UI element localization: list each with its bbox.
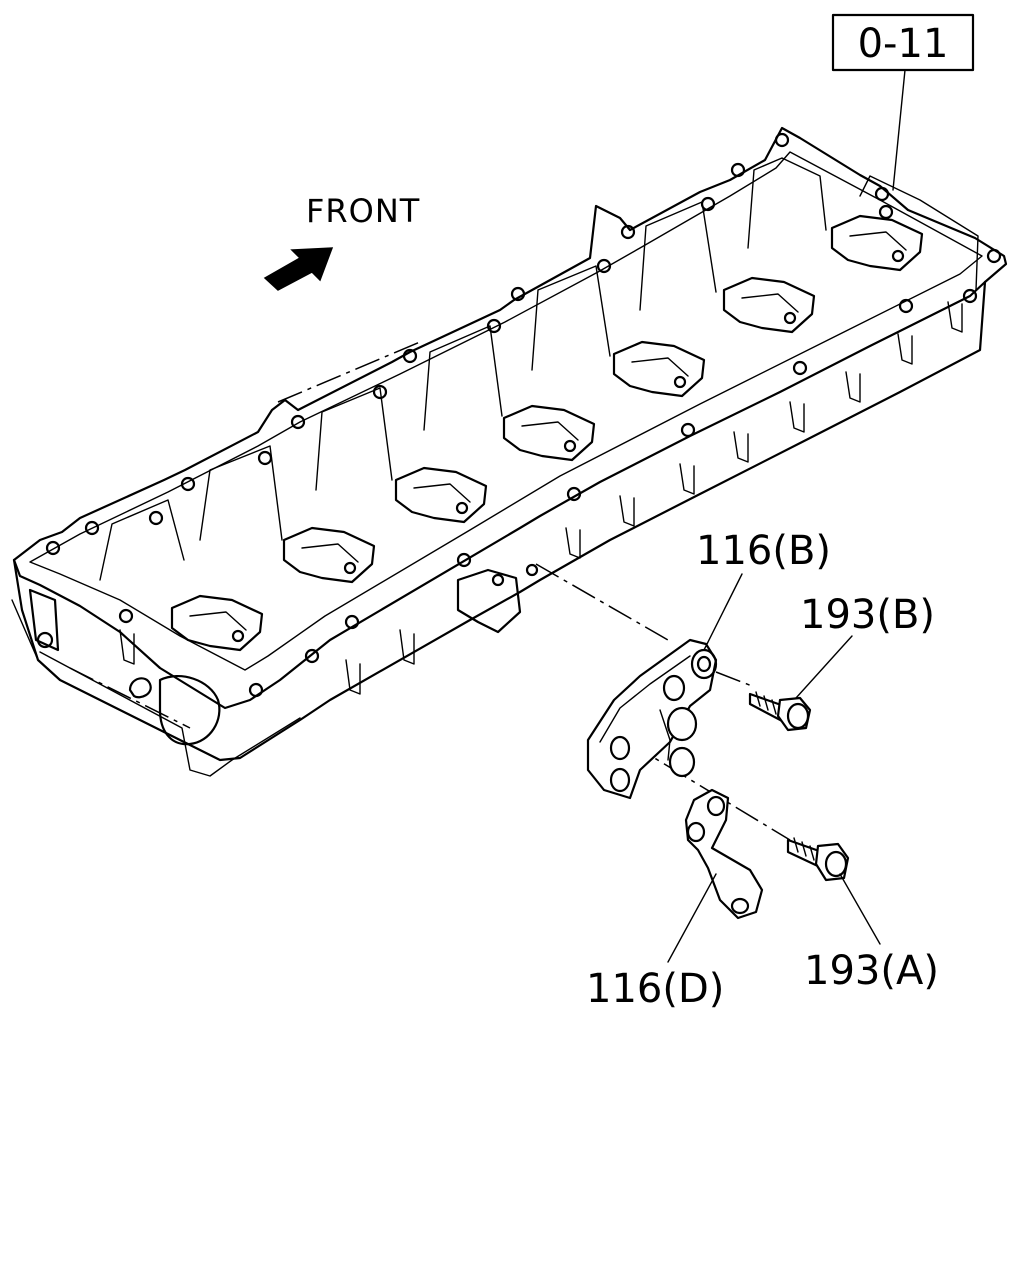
reference-box[interactable]: 0-11: [831, 13, 975, 72]
callout-193b[interactable]: 193(B): [800, 592, 935, 638]
bulkhead-walls: [99, 157, 979, 581]
bracket-locator-line: [535, 563, 669, 641]
side-slots: [119, 301, 963, 695]
bolt-b-locator-line: [715, 671, 753, 687]
bracket-116b[interactable]: [586, 638, 718, 800]
reference-leader-line: [892, 69, 906, 191]
leader-116d: [667, 873, 717, 963]
bolt-193a[interactable]: [786, 837, 850, 882]
centerline-top: [277, 341, 421, 403]
reference-box-label: 0-11: [858, 21, 949, 67]
leader-193a: [839, 873, 881, 945]
callout-193a[interactable]: 193(A): [804, 948, 939, 994]
callout-116b[interactable]: 116(B): [696, 528, 831, 574]
callout-116d[interactable]: 116(D): [586, 966, 724, 1012]
centerline-end: [69, 667, 191, 729]
crankcase-ladder-frame: [11, 126, 1008, 777]
bolt-193b[interactable]: [748, 691, 812, 732]
front-label: FRONT: [306, 192, 420, 230]
leader-116b: [703, 573, 743, 651]
main-bearing-caps: [170, 214, 924, 652]
flange-bolt-holes: [45, 132, 1002, 698]
bracket-116d[interactable]: [684, 788, 764, 920]
leader-193b: [795, 635, 853, 699]
front-arrow-icon: [263, 247, 334, 291]
